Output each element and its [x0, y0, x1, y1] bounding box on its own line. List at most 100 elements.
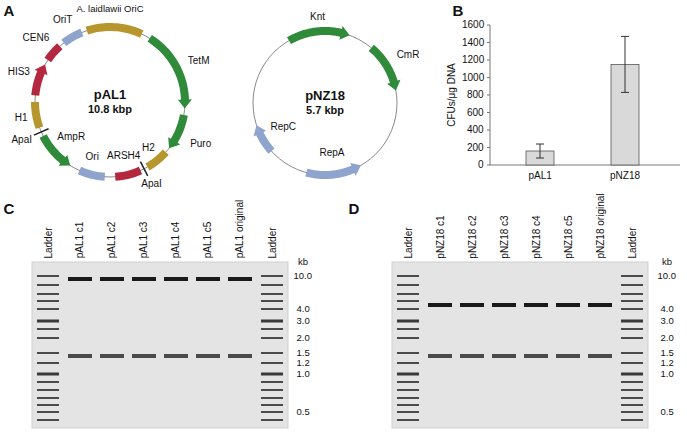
plasmid-size: 5.7 kbp	[306, 104, 344, 117]
ladder-band	[397, 308, 419, 310]
dna-band	[588, 303, 612, 307]
ladder-band	[261, 284, 283, 286]
ladder-band	[261, 419, 283, 421]
ladder-band	[261, 308, 283, 310]
axis-tick-label: 0	[478, 159, 484, 171]
axis-tick	[487, 112, 490, 113]
plasmid-feature	[369, 45, 401, 91]
plasmid-feature	[31, 65, 47, 96]
ladder-band	[37, 381, 59, 383]
dna-band	[100, 354, 124, 358]
dna-band	[100, 277, 124, 281]
ladder-band	[397, 284, 419, 286]
axis-tick-label: 600	[467, 107, 484, 119]
ladder-band	[397, 337, 419, 339]
axis-tick	[487, 165, 490, 166]
lane-label: Ladder	[266, 227, 278, 258]
ladder-band	[397, 373, 419, 376]
lane-label: pNZ18 c3	[498, 215, 510, 258]
ladder-band	[261, 404, 283, 406]
ladder-band	[621, 337, 643, 339]
error-line	[540, 144, 541, 158]
lane-label: pNZ18 original	[594, 193, 606, 258]
dna-band	[68, 277, 92, 281]
size-label: 1.2	[661, 357, 674, 369]
bar-chart	[487, 25, 680, 165]
error-cap	[621, 36, 629, 37]
ladder-band	[261, 381, 283, 383]
ladder-band	[621, 275, 643, 277]
ladder-band	[37, 389, 59, 391]
unit-label: kb	[662, 256, 672, 268]
ladder-band	[397, 328, 419, 330]
axis-tick-label: 200	[467, 142, 484, 154]
category-label: pNZ18	[610, 170, 640, 182]
lane-label: pAL1 c5	[202, 221, 214, 258]
ladder-band	[397, 352, 419, 354]
size-label: 10.0	[658, 270, 677, 282]
dna-band	[196, 354, 220, 358]
ladder-band	[37, 362, 59, 364]
ladder-band	[261, 389, 283, 391]
axis-tick	[487, 25, 490, 26]
feature-label: TetM	[188, 55, 210, 67]
axis-tick	[487, 130, 490, 131]
size-label: 0.5	[661, 406, 674, 418]
feature-label: H2	[142, 142, 155, 154]
dna-band	[524, 303, 548, 307]
size-label: 10.0	[294, 270, 313, 282]
dna-band	[428, 303, 452, 307]
axis-tick-label: 1400	[462, 37, 484, 49]
axis-tick	[487, 77, 490, 78]
lane-label: Ladder	[626, 227, 638, 258]
ladder-band	[261, 320, 283, 323]
size-label: 4.0	[661, 303, 674, 315]
error-line	[625, 36, 626, 92]
ladder-band	[397, 300, 419, 302]
size-label: 4.0	[297, 303, 310, 315]
agarose-gel	[392, 262, 648, 428]
panel-letter: B	[453, 2, 464, 19]
ladder-band	[621, 419, 643, 421]
lane-label: pAL1 c2	[106, 221, 118, 258]
ladder-band	[621, 411, 643, 413]
plasmid-name: pAL1	[94, 88, 127, 103]
dna-band	[164, 277, 188, 281]
dna-band	[556, 303, 580, 307]
plasmid-feature	[86, 23, 144, 38]
agarose-gel	[32, 262, 288, 428]
size-label: 1.2	[297, 357, 310, 369]
ladder-band	[397, 397, 419, 399]
feature-label: CmR	[397, 49, 420, 61]
lane-label: pNZ18 c2	[466, 215, 478, 258]
size-label: 3.0	[297, 315, 310, 327]
dna-band	[460, 354, 484, 358]
ladder-band	[261, 373, 283, 376]
ladder-band	[37, 320, 59, 323]
size-label: 3.0	[661, 315, 674, 327]
lane-label: pNZ18 c1	[434, 215, 446, 258]
dna-band	[196, 277, 220, 281]
ladder-band	[261, 352, 283, 354]
ladder-band	[397, 362, 419, 364]
lane-label: pAL1 c4	[170, 221, 182, 258]
dna-band	[556, 354, 580, 358]
plasmid-feature	[305, 163, 361, 179]
gel-background	[392, 262, 648, 428]
ladder-band	[261, 411, 283, 413]
feature-label: ApaI	[141, 178, 162, 190]
ladder-band	[621, 293, 643, 295]
feature-label: HIS3	[8, 66, 30, 78]
x-axis	[490, 165, 680, 166]
ladder-band	[261, 293, 283, 295]
ladder-band	[261, 397, 283, 399]
feature-label: H1	[15, 112, 28, 124]
axis-tick-label: 1200	[462, 54, 484, 66]
category-label: pAL1	[529, 170, 552, 182]
plasmid-feature	[168, 114, 188, 148]
ladder-band	[397, 389, 419, 391]
size-label: 0.5	[297, 406, 310, 418]
ladder-band	[37, 419, 59, 421]
feature-label: RepA	[319, 147, 344, 159]
